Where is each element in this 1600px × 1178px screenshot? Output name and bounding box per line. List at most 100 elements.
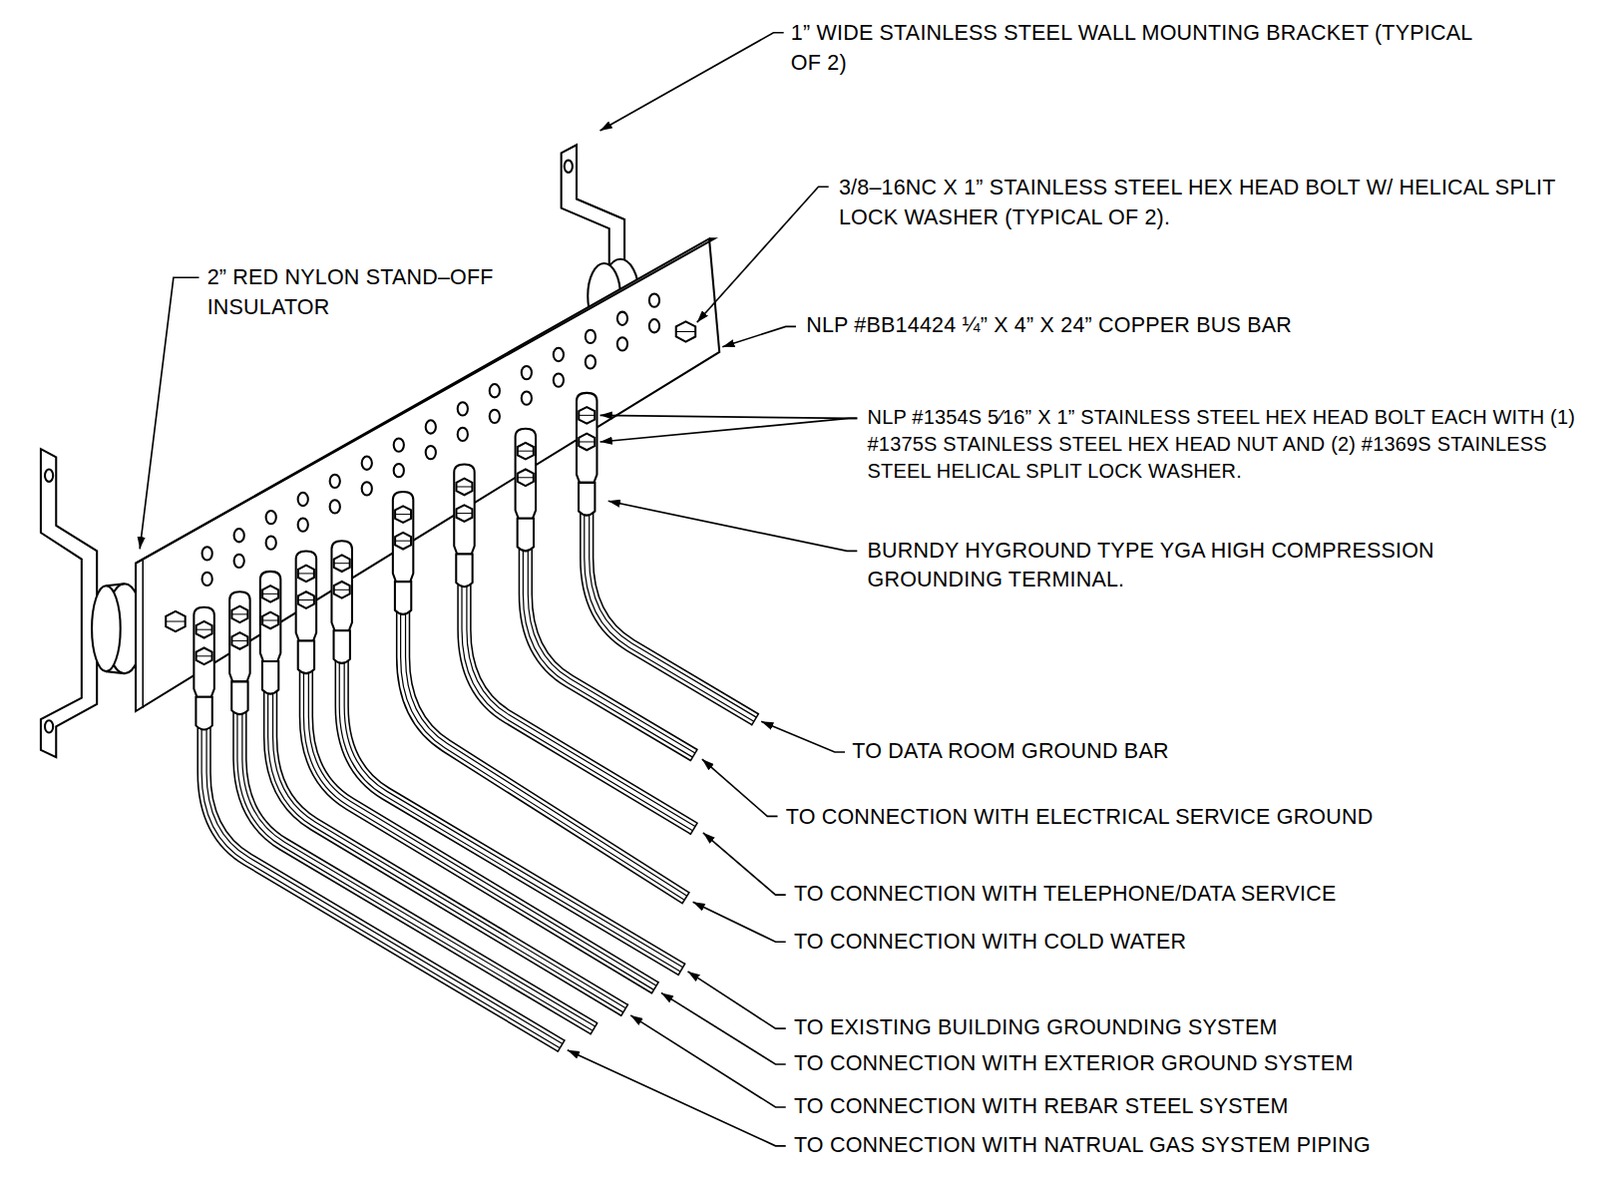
terminal-barrel bbox=[517, 518, 534, 552]
bus-bar-hole bbox=[202, 572, 213, 586]
compression-terminal bbox=[229, 591, 250, 682]
ground-cable bbox=[342, 661, 683, 970]
standoff-insulator bbox=[105, 671, 124, 674]
bus-bar-hole bbox=[457, 401, 468, 415]
ground-cable bbox=[342, 661, 683, 970]
compression-terminal bbox=[515, 428, 536, 519]
hex-head-bolt bbox=[578, 433, 595, 451]
ground-cable bbox=[586, 513, 756, 721]
hex-head-bolt bbox=[196, 621, 213, 639]
ground-cable bbox=[270, 692, 625, 1011]
bus-bar-hole bbox=[521, 392, 532, 405]
ground-cable bbox=[586, 513, 756, 721]
hex-head-bolt bbox=[231, 606, 248, 624]
hex-head-bolt bbox=[676, 331, 696, 333]
leader-line bbox=[630, 1015, 786, 1108]
leader-line bbox=[600, 414, 858, 418]
callout-label: TO CONNECTION WITH COLD WATER bbox=[794, 927, 1509, 957]
terminal-barrel bbox=[455, 553, 472, 587]
leader-line bbox=[761, 721, 845, 753]
ground-cable bbox=[463, 584, 694, 828]
leader-line bbox=[688, 971, 787, 1029]
hex-head-bolt bbox=[334, 581, 351, 599]
leader-line bbox=[702, 759, 779, 816]
leader-line bbox=[693, 901, 787, 942]
hex-head-bolt bbox=[456, 512, 473, 514]
hex-head-bolt bbox=[334, 554, 351, 572]
standoff-insulator bbox=[105, 583, 124, 586]
callout-label: TO CONNECTION WITH EXTERIOR GROUND SYSTE… bbox=[794, 1049, 1509, 1079]
bus-bar-hole bbox=[489, 384, 500, 398]
bus-bar-hole bbox=[394, 437, 404, 451]
terminal-barrel bbox=[231, 681, 248, 715]
hex-head-bolt bbox=[334, 589, 351, 591]
hex-head-bolt bbox=[196, 655, 213, 657]
bus-bar-hole bbox=[617, 337, 628, 351]
terminal-barrel bbox=[334, 630, 351, 664]
compression-terminal bbox=[393, 491, 413, 582]
hex-head-bolt bbox=[298, 572, 315, 574]
ground-cable bbox=[342, 661, 683, 970]
bus-bar-hole bbox=[585, 355, 596, 369]
hex-head-bolt bbox=[196, 629, 213, 631]
hex-head-bolt bbox=[456, 485, 473, 487]
terminal-barrel bbox=[578, 482, 595, 516]
callout-label: 3/8–16NC X 1” STAINLESS STEEL HEX HEAD B… bbox=[838, 173, 1575, 232]
hex-head-bolt bbox=[676, 321, 696, 342]
bus-bar-hole bbox=[330, 474, 341, 488]
callout-label: TO DATA ROOM GROUND BAR bbox=[851, 737, 1465, 767]
ground-cable bbox=[306, 671, 656, 988]
leader-line bbox=[703, 832, 787, 895]
ground-cable bbox=[525, 548, 695, 756]
ground-cable bbox=[270, 692, 625, 1011]
hex-head-bolt bbox=[395, 505, 411, 523]
bus-bar-hole bbox=[521, 366, 532, 380]
bus-bar-hole bbox=[585, 330, 596, 344]
ground-cable bbox=[463, 584, 694, 828]
leader-line bbox=[567, 1050, 787, 1147]
bus-bar-hole bbox=[489, 409, 500, 423]
bus-bar-hole bbox=[649, 293, 660, 307]
bus-bar-hole bbox=[649, 319, 660, 333]
bus-bar-hole bbox=[362, 481, 373, 495]
hex-head-bolt bbox=[517, 442, 534, 460]
compression-terminal bbox=[331, 540, 352, 631]
hex-head-bolt bbox=[517, 468, 534, 486]
callout-label: NLP #1354S 5⁄16” X 1” STAINLESS STEEL HE… bbox=[867, 402, 1591, 484]
ground-cable bbox=[239, 712, 594, 1029]
bus-bar-hole bbox=[298, 492, 309, 506]
cable-end bbox=[620, 1004, 628, 1017]
hex-head-bolt bbox=[395, 540, 411, 542]
ground-cable bbox=[525, 548, 695, 756]
bus-bar-hole bbox=[457, 427, 468, 441]
terminal-barrel bbox=[395, 581, 411, 615]
hex-head-bolt bbox=[262, 593, 279, 595]
ground-cable bbox=[204, 727, 562, 1046]
cable-end bbox=[690, 822, 698, 835]
bus-bar-hole bbox=[330, 499, 341, 513]
hex-head-bolt bbox=[395, 513, 411, 515]
hex-head-bolt bbox=[165, 611, 185, 632]
compression-terminal bbox=[453, 463, 474, 554]
leader-line bbox=[600, 32, 785, 131]
ground-cable bbox=[204, 727, 562, 1046]
compression-terminal bbox=[193, 607, 214, 698]
callout-label: TO CONNECTION WITH NATRUAL GAS SYSTEM PI… bbox=[794, 1130, 1509, 1160]
compression-terminal bbox=[296, 550, 317, 641]
bus-bar-hole bbox=[425, 445, 436, 459]
terminal-barrel bbox=[262, 661, 279, 695]
bus-bar-edge bbox=[135, 238, 715, 563]
bus-bar-hole bbox=[202, 546, 213, 560]
ground-cable bbox=[306, 671, 656, 988]
ground-cable bbox=[204, 727, 562, 1046]
callout-label: TO EXISTING BUILDING GROUNDING SYSTEM bbox=[794, 1013, 1509, 1043]
hex-head-bolt bbox=[517, 450, 534, 452]
leader-line bbox=[600, 417, 858, 442]
ground-cable bbox=[270, 692, 625, 1011]
bus-bar-hole bbox=[553, 348, 564, 362]
compression-terminal bbox=[576, 393, 597, 483]
terminal-barrel bbox=[298, 640, 315, 674]
bus-bar-hole bbox=[266, 536, 277, 550]
cable-end bbox=[682, 891, 691, 904]
ground-cable bbox=[463, 584, 694, 828]
